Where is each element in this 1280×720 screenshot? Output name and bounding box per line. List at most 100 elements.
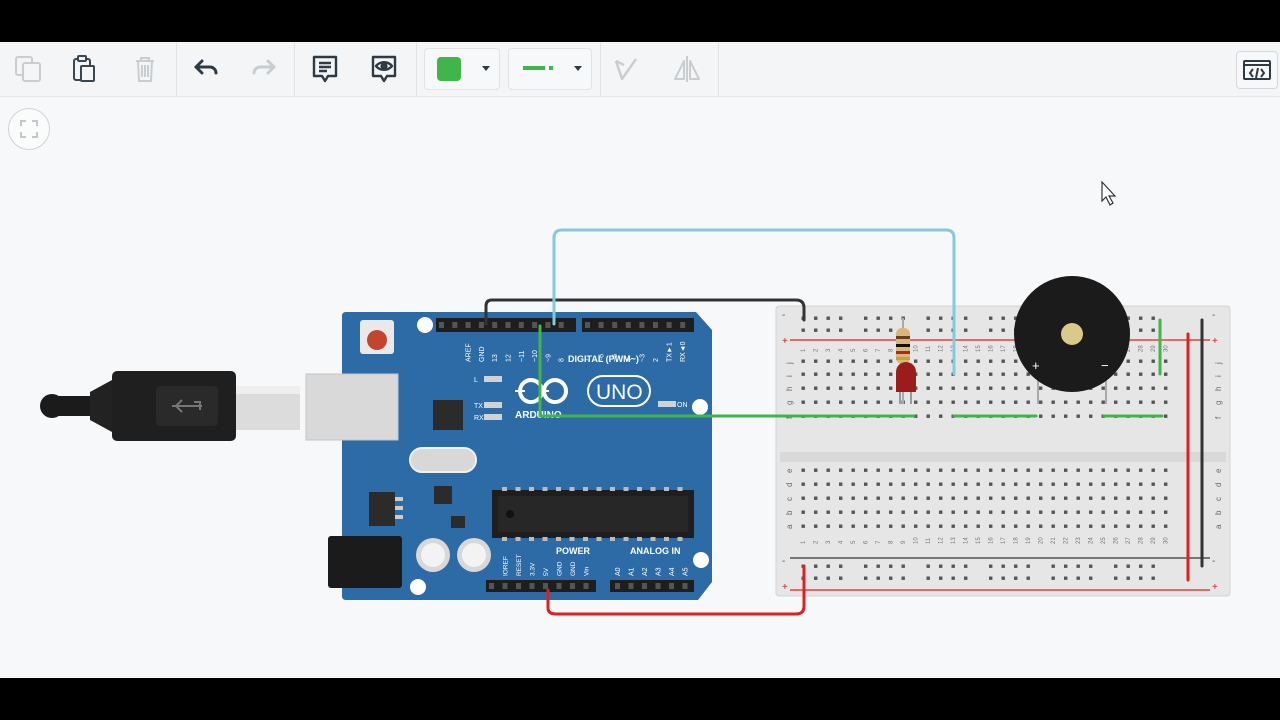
breadboard-hole[interactable] bbox=[826, 316, 830, 320]
breadboard-hole[interactable] bbox=[989, 359, 993, 363]
breadboard-hole[interactable] bbox=[1126, 316, 1130, 320]
breadboard-hole[interactable] bbox=[926, 328, 930, 332]
breadboard-hole[interactable] bbox=[1014, 386, 1018, 390]
piezo-buzzer[interactable]: +− bbox=[1014, 276, 1130, 404]
breadboard-hole[interactable] bbox=[926, 386, 930, 390]
breadboard-hole[interactable] bbox=[1151, 328, 1155, 332]
header-pin[interactable] bbox=[556, 583, 562, 589]
breadboard-hole[interactable] bbox=[1089, 468, 1093, 472]
breadboard-hole[interactable] bbox=[1076, 400, 1080, 404]
breadboard-hole[interactable] bbox=[1101, 524, 1105, 528]
breadboard-hole[interactable] bbox=[989, 564, 993, 568]
breadboard-hole[interactable] bbox=[814, 359, 818, 363]
breadboard-hole[interactable] bbox=[801, 400, 805, 404]
breadboard-hole[interactable] bbox=[1126, 564, 1130, 568]
breadboard-hole[interactable] bbox=[1114, 576, 1118, 580]
breadboard-hole[interactable] bbox=[1151, 482, 1155, 486]
breadboard-hole[interactable] bbox=[939, 496, 943, 500]
breadboard-hole[interactable] bbox=[839, 316, 843, 320]
breadboard-hole[interactable] bbox=[914, 524, 918, 528]
breadboard-hole[interactable] bbox=[1139, 510, 1143, 514]
header-pin[interactable] bbox=[615, 583, 620, 589]
breadboard-hole[interactable] bbox=[1051, 524, 1055, 528]
breadboard-hole[interactable] bbox=[1051, 414, 1055, 418]
breadboard-hole[interactable] bbox=[976, 359, 980, 363]
breadboard-hole[interactable] bbox=[1064, 414, 1068, 418]
breadboard-hole[interactable] bbox=[1164, 482, 1168, 486]
breadboard-hole[interactable] bbox=[1164, 510, 1168, 514]
breadboard-hole[interactable] bbox=[1076, 524, 1080, 528]
breadboard-hole[interactable] bbox=[914, 510, 918, 514]
breadboard-hole[interactable] bbox=[801, 386, 805, 390]
breadboard-hole[interactable] bbox=[1164, 468, 1168, 472]
breadboard-hole[interactable] bbox=[1164, 359, 1168, 363]
breadboard-hole[interactable] bbox=[1151, 496, 1155, 500]
breadboard-hole[interactable] bbox=[1164, 414, 1168, 418]
breadboard-hole[interactable] bbox=[1139, 576, 1143, 580]
header-pin[interactable] bbox=[653, 322, 658, 328]
breadboard-hole[interactable] bbox=[1101, 482, 1105, 486]
header-pin[interactable] bbox=[439, 322, 444, 328]
breadboard-hole[interactable] bbox=[1064, 524, 1068, 528]
breadboard-hole[interactable] bbox=[801, 372, 805, 376]
breadboard-hole[interactable] bbox=[1151, 400, 1155, 404]
breadboard-hole[interactable] bbox=[864, 510, 868, 514]
breadboard-hole[interactable] bbox=[976, 496, 980, 500]
breadboard-hole[interactable] bbox=[989, 400, 993, 404]
breadboard-hole[interactable] bbox=[951, 496, 955, 500]
breadboard-hole[interactable] bbox=[964, 482, 968, 486]
breadboard-hole[interactable] bbox=[964, 372, 968, 376]
breadboard-hole[interactable] bbox=[1014, 576, 1018, 580]
breadboard-hole[interactable] bbox=[964, 386, 968, 390]
breadboard-hole[interactable] bbox=[826, 524, 830, 528]
breadboard-hole[interactable] bbox=[1039, 400, 1043, 404]
breadboard-hole[interactable] bbox=[1039, 468, 1043, 472]
breadboard-hole[interactable] bbox=[914, 482, 918, 486]
wire-red-5v[interactable] bbox=[546, 564, 806, 616]
breadboard-hole[interactable] bbox=[1151, 372, 1155, 376]
breadboard-hole[interactable] bbox=[1101, 400, 1105, 404]
redo-button[interactable] bbox=[244, 50, 284, 88]
breadboard-hole[interactable] bbox=[876, 564, 880, 568]
delete-button[interactable] bbox=[125, 50, 165, 88]
breadboard-hole[interactable] bbox=[926, 316, 930, 320]
breadboard-hole[interactable] bbox=[876, 576, 880, 580]
breadboard-hole[interactable] bbox=[964, 468, 968, 472]
breadboard-hole[interactable] bbox=[839, 328, 843, 332]
breadboard-hole[interactable] bbox=[1139, 372, 1143, 376]
breadboard-hole[interactable] bbox=[814, 328, 818, 332]
breadboard-hole[interactable] bbox=[989, 316, 993, 320]
breadboard-hole[interactable] bbox=[1001, 468, 1005, 472]
breadboard-hole[interactable] bbox=[964, 564, 968, 568]
breadboard-hole[interactable] bbox=[839, 386, 843, 390]
breadboard-hole[interactable] bbox=[814, 496, 818, 500]
breadboard-hole[interactable] bbox=[1164, 372, 1168, 376]
breadboard-hole[interactable] bbox=[864, 468, 868, 472]
breadboard-hole[interactable] bbox=[826, 386, 830, 390]
breadboard-hole[interactable] bbox=[1026, 400, 1030, 404]
header-pin[interactable] bbox=[532, 322, 538, 328]
breadboard-hole[interactable] bbox=[1026, 386, 1030, 390]
breadboard-hole[interactable] bbox=[839, 372, 843, 376]
breadboard-hole[interactable] bbox=[1026, 372, 1030, 376]
breadboard-hole[interactable] bbox=[851, 372, 855, 376]
breadboard-hole[interactable] bbox=[1164, 400, 1168, 404]
breadboard-hole[interactable] bbox=[1139, 524, 1143, 528]
breadboard-hole[interactable] bbox=[1001, 400, 1005, 404]
wire-style-dropdown[interactable] bbox=[508, 48, 592, 90]
breadboard-hole[interactable] bbox=[876, 482, 880, 486]
breadboard-hole[interactable] bbox=[876, 328, 880, 332]
breadboard-hole[interactable] bbox=[1064, 468, 1068, 472]
breadboard-hole[interactable] bbox=[889, 328, 893, 332]
breadboard-hole[interactable] bbox=[826, 372, 830, 376]
breadboard-hole[interactable] bbox=[1001, 496, 1005, 500]
breadboard-hole[interactable] bbox=[1026, 524, 1030, 528]
breadboard-hole[interactable] bbox=[889, 482, 893, 486]
breadboard-hole[interactable] bbox=[1001, 510, 1005, 514]
breadboard-hole[interactable] bbox=[839, 496, 843, 500]
breadboard-hole[interactable] bbox=[1114, 468, 1118, 472]
breadboard-hole[interactable] bbox=[1151, 386, 1155, 390]
